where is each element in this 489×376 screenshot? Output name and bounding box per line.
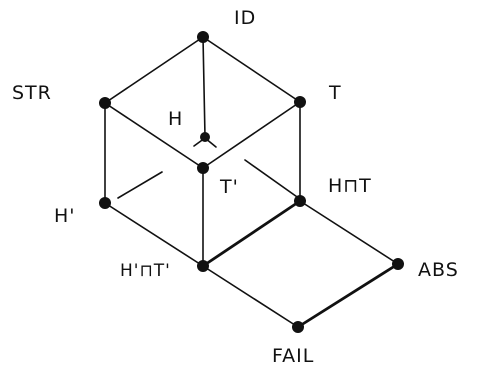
edge-hprime-hprimemeettprime: [104, 202, 204, 267]
node-hprime: [99, 197, 111, 209]
node-fail: [292, 321, 304, 333]
node-hprimemeettprime: [197, 260, 209, 272]
edges: [104, 36, 400, 329]
label-hmeett: H⊓T: [328, 175, 372, 197]
edge-str-tprime: [104, 102, 204, 169]
label-fail: FAIL: [272, 345, 314, 367]
edge-id-h: [202, 36, 206, 138]
label-id: ID: [234, 7, 256, 29]
edge-hmeett-abs: [299, 200, 399, 265]
label-hprimemeettprime: H'⊓T': [120, 261, 171, 281]
node-abs: [392, 258, 404, 270]
edge-abs-fail: [296, 262, 400, 329]
edge-h-hmeett: [244, 159, 301, 200]
nodes: [99, 31, 404, 333]
node-hmeett: [294, 195, 306, 207]
label-tprime: T': [219, 176, 239, 198]
node-t: [294, 96, 306, 108]
edge-t-tprime: [202, 101, 301, 169]
edge-hmeett-hprimemeettprime: [201, 199, 302, 268]
labels: ID STR T H T' H⊓T H' H'⊓T' ABS FAIL: [12, 7, 459, 367]
label-str: STR: [12, 82, 52, 104]
label-h: H: [168, 108, 183, 130]
label-t: T: [328, 82, 342, 104]
edge-hprimemeettprime-fail: [202, 265, 299, 328]
node-tprime: [197, 162, 209, 174]
label-abs: ABS: [418, 259, 459, 281]
edge-h-hprime: [117, 171, 163, 199]
node-h: [200, 132, 210, 142]
edge-id-str: [104, 36, 204, 104]
node-str: [99, 97, 111, 109]
node-id: [197, 31, 209, 43]
label-hprime: H': [54, 205, 76, 227]
edge-id-t: [202, 36, 301, 103]
